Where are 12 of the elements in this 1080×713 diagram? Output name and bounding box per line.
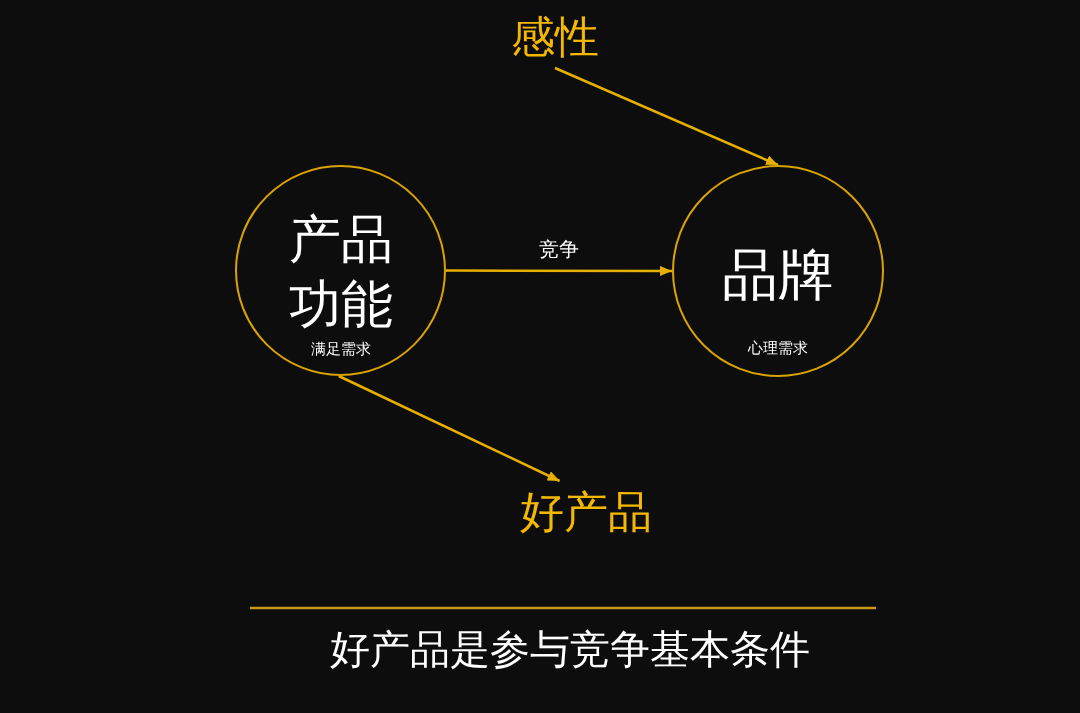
node-title: 品牌 <box>722 242 834 308</box>
circle <box>672 165 884 377</box>
node-title: 产品功能 <box>287 208 394 336</box>
circle <box>235 165 446 376</box>
keyword-text: 好产品 <box>520 481 652 543</box>
arrow <box>446 265 672 276</box>
node-subtitle: 满足需求 <box>310 340 371 358</box>
caption-text: 好产品是参与竞争基本条件 <box>330 625 810 674</box>
arrow <box>338 374 561 483</box>
node-subtitle: 心理需求 <box>748 339 808 357</box>
keyword-text: 感性 <box>511 6 599 68</box>
arrow <box>554 66 779 167</box>
